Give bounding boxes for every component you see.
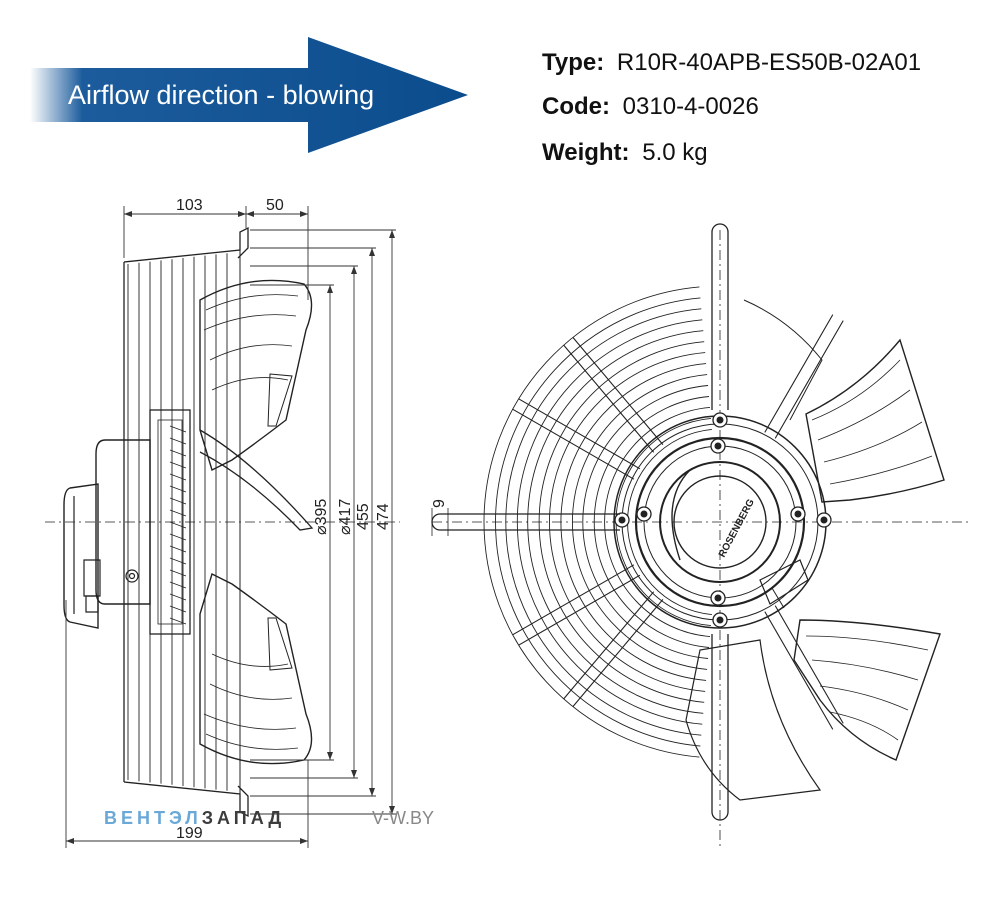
plate-tick bbox=[169, 533, 187, 541]
guard-spoke bbox=[518, 398, 641, 470]
plate-tick bbox=[169, 617, 187, 625]
plate-tick bbox=[169, 569, 187, 577]
rosenberg-logo: ROSENBERG bbox=[717, 497, 757, 559]
mounting-bolts bbox=[614, 412, 832, 628]
guard-spoke bbox=[572, 337, 664, 445]
spec-code-value: 0310-4-0026 bbox=[623, 93, 759, 120]
spec-type-key: Type: bbox=[542, 49, 604, 76]
bolt-inner bbox=[714, 594, 722, 602]
guard-ring bbox=[560, 363, 707, 681]
plate-tick bbox=[169, 473, 187, 481]
guard-spoke bbox=[518, 574, 641, 646]
guard-ring bbox=[549, 352, 706, 692]
bolt-inner bbox=[618, 516, 626, 524]
bolt-inner bbox=[714, 442, 722, 450]
front-view bbox=[431, 223, 972, 850]
guard-spoke bbox=[563, 344, 655, 453]
spec-weight-key: Weight: bbox=[542, 139, 630, 166]
airflow-label: Airflow direction - blowing bbox=[68, 80, 374, 110]
guard-ring bbox=[516, 319, 703, 725]
dim-d417: ⌀417 bbox=[337, 499, 354, 535]
guard-spoke bbox=[563, 591, 655, 700]
plate-tick bbox=[169, 509, 187, 517]
plate-tick bbox=[169, 437, 187, 445]
spec-weight-value: 5.0 kg bbox=[642, 139, 707, 166]
plate-tick bbox=[169, 449, 187, 457]
dim-d395: ⌀395 bbox=[313, 499, 330, 535]
plate-tick bbox=[169, 425, 187, 433]
spec-weight: Weight: 5.0 kg bbox=[542, 139, 708, 166]
dim-199: 199 bbox=[176, 825, 203, 842]
svg-text:Weight: 5.0 kg: Weight: 5.0 kg bbox=[542, 139, 708, 166]
guard-bars bbox=[127, 253, 228, 791]
guard-ring bbox=[582, 385, 709, 659]
guard-ring bbox=[571, 374, 708, 670]
bolt-inner bbox=[716, 616, 724, 624]
spec-code-key: Code: bbox=[542, 93, 610, 120]
guard-spoke bbox=[572, 599, 664, 707]
guard-ring bbox=[604, 406, 711, 638]
dim-455: 455 bbox=[355, 503, 372, 530]
guard-spokes bbox=[512, 314, 844, 730]
dim-9: 9 bbox=[431, 499, 448, 508]
plate-ticks bbox=[169, 425, 187, 625]
guard-ring bbox=[527, 330, 704, 714]
bolt-inner bbox=[640, 510, 648, 518]
guard-spoke bbox=[512, 408, 635, 480]
guard-spoke bbox=[512, 564, 635, 636]
airflow-arrow bbox=[30, 37, 468, 153]
bolt-inner bbox=[794, 510, 802, 518]
plate-tick bbox=[169, 545, 187, 553]
spec-code: Code: 0310-4-0026 bbox=[542, 93, 759, 120]
svg-text:Code: 0310-4-0026: Code: 0310-4-0026 bbox=[542, 93, 759, 120]
watermark: ВЕНТЭЛЗАПАД bbox=[104, 808, 285, 828]
plate-tick bbox=[169, 605, 187, 613]
spec-type: Type: R10R-40APB-ES50B-02A01 bbox=[542, 49, 921, 76]
watermark-part2: ЗАПАД bbox=[202, 808, 285, 828]
spec-type-value: R10R-40APB-ES50B-02A01 bbox=[617, 49, 921, 76]
guard-spoke bbox=[774, 320, 844, 439]
guard-ring bbox=[483, 286, 700, 758]
guard-spoke bbox=[764, 611, 834, 730]
plate-tick bbox=[169, 497, 187, 505]
plate-tick bbox=[169, 485, 187, 493]
watermark-part1: ВЕНТЭЛ bbox=[104, 808, 202, 828]
svg-text:Type: R10R-40APB-ES50B-0: Type: R10R-40APB-ES50B-02A01 bbox=[542, 49, 921, 76]
plate-tick bbox=[169, 521, 187, 529]
bolt-inner bbox=[820, 516, 828, 524]
guard-ring bbox=[495, 297, 701, 747]
guard-ring bbox=[538, 341, 705, 703]
dim-50: 50 bbox=[266, 197, 284, 214]
guard-ring bbox=[593, 396, 710, 648]
dim-103: 103 bbox=[176, 197, 203, 214]
plate-tick bbox=[169, 593, 187, 601]
plate-tick bbox=[169, 557, 187, 565]
plate-tick bbox=[169, 581, 187, 589]
guard-spoke bbox=[764, 314, 834, 433]
dim-474: 474 bbox=[375, 503, 392, 530]
guard-ring bbox=[505, 308, 702, 736]
watermark-site: V-W.BY bbox=[372, 808, 434, 828]
side-view bbox=[45, 206, 400, 848]
plate-tick bbox=[169, 461, 187, 469]
bolt-inner bbox=[716, 416, 724, 424]
guard-spoke bbox=[774, 605, 844, 724]
